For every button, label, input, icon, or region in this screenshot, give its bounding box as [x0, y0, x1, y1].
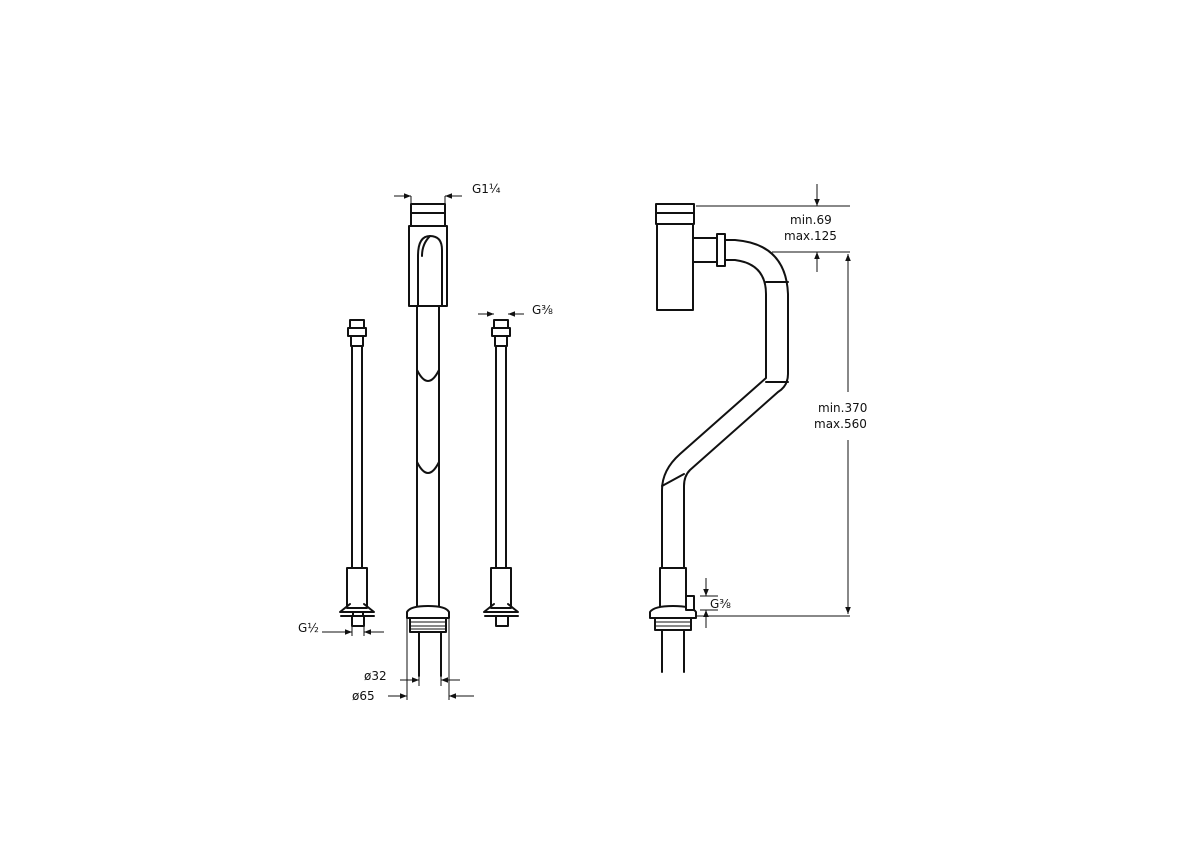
dim-diameters: ø32 ø65: [352, 618, 474, 703]
outlet-thread-label: G1¼: [472, 182, 501, 196]
left-supply-hose: [339, 319, 375, 627]
supply-thread-right-label: G⅜: [532, 303, 553, 317]
side-view-s-pipe: [649, 203, 789, 673]
total-height-min-label: min.370: [818, 401, 867, 415]
outer-diameter-label: ø65: [352, 689, 375, 703]
center-waste-pipe: [406, 203, 450, 677]
dim-supply-thread-right: G⅜: [478, 303, 553, 317]
side-thread-label: G⅜: [710, 597, 731, 611]
dim-supply-thread-left: G½: [298, 621, 384, 636]
right-supply-hose: [483, 319, 519, 627]
total-height-max-label: max.560: [814, 417, 867, 431]
top-height-max-label: max.125: [784, 229, 837, 243]
dim-outlet-thread: G1¼: [394, 182, 501, 204]
dim-top-height: min.69 max.125: [696, 184, 850, 272]
supply-thread-left-label: G½: [298, 621, 319, 635]
top-height-min-label: min.69: [790, 213, 832, 227]
dim-side-thread: G⅜: [700, 578, 731, 628]
inner-diameter-label: ø32: [364, 669, 387, 683]
dim-total-height: min.370 max.560: [696, 254, 867, 617]
